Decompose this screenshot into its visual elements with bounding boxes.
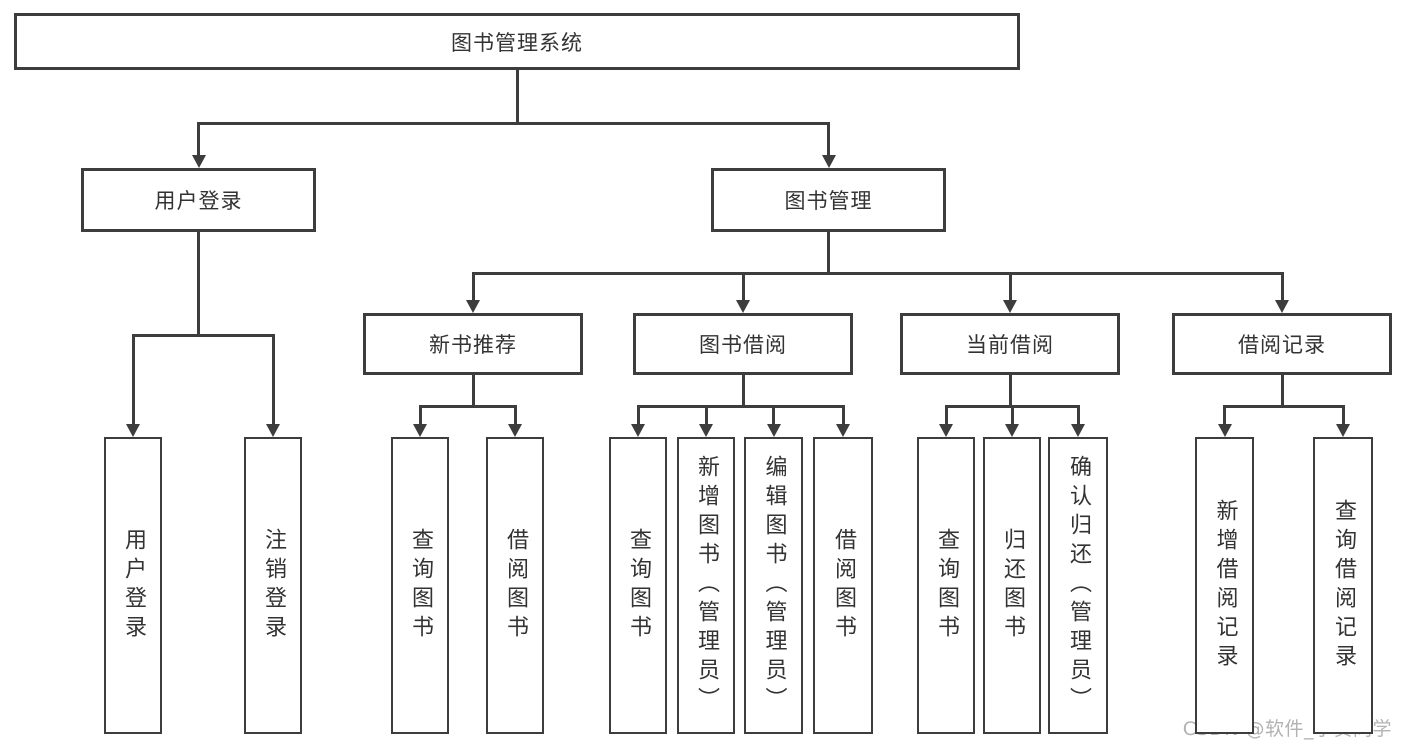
node-label: 新书推荐 (429, 333, 517, 357)
arrowhead-icon (1071, 424, 1085, 437)
arrowhead-icon (1336, 424, 1350, 437)
connector-drop (1008, 272, 1012, 302)
arrowhead-icon (413, 424, 427, 437)
node-label: 查询图书 (626, 527, 651, 644)
connector-drop (271, 334, 275, 426)
node-label: 查询图书 (408, 527, 433, 644)
connector-stem (827, 232, 830, 275)
node-bb-borrow: 借阅图书 (813, 437, 873, 734)
arrowhead-icon (821, 155, 836, 168)
connector-drop (1223, 405, 1226, 426)
node-label: 用户登录 (121, 527, 146, 644)
arrowhead-icon (736, 300, 750, 313)
connector-junction (1223, 405, 1345, 408)
connector-drop (1341, 405, 1345, 426)
node-label: 图书管理系统 (451, 30, 583, 55)
node-cb-confirm: 确认归还（管理员） (1048, 437, 1108, 734)
connector-stem (515, 70, 519, 125)
node-current-borrow: 当前借阅 (900, 313, 1120, 375)
node-logout: 注销登录 (244, 437, 302, 734)
connector-drop (1076, 405, 1080, 426)
arrowhead-icon (466, 300, 480, 313)
node-new-book-rec: 新书推荐 (363, 313, 583, 375)
node-label: 图书管理 (784, 189, 873, 213)
node-book-borrow: 图书借阅 (633, 313, 853, 375)
node-nbr-borrow: 借阅图书 (486, 437, 544, 734)
arrowhead-icon (1003, 300, 1017, 313)
node-login: 用户登录 (104, 437, 162, 734)
connector-drop (1010, 405, 1014, 426)
connector-drop (704, 405, 708, 426)
arrowhead-icon (1005, 424, 1019, 437)
connector-drop (418, 405, 422, 426)
node-br-query: 查询借阅记录 (1313, 437, 1373, 734)
node-label: 归还图书 (1000, 527, 1025, 644)
node-bb-add: 新增图书（管理员） (677, 437, 735, 734)
connector-drop (827, 122, 830, 157)
node-label: 借阅记录 (1238, 333, 1326, 357)
connector-junction (471, 272, 1284, 275)
connector-drop (944, 405, 948, 426)
arrowhead-icon (631, 424, 645, 437)
connector-junction (131, 334, 275, 337)
arrowhead-icon (766, 424, 781, 437)
node-label: 确认归还（管理员） (1066, 455, 1091, 716)
arrowhead-icon (939, 424, 953, 437)
node-label: 图书借阅 (699, 333, 787, 357)
connector-drop (131, 334, 135, 426)
connector-junction (636, 405, 845, 408)
connector-stem (741, 375, 745, 408)
arrowhead-icon (836, 424, 850, 437)
connector-junction (197, 122, 830, 125)
connector-junction (418, 405, 517, 408)
connector-drop (197, 122, 200, 157)
arrowhead-icon (699, 424, 713, 437)
connector-drop (513, 405, 517, 426)
node-book-mgmt: 图书管理 (711, 168, 946, 232)
node-label: 查询借阅记录 (1331, 498, 1356, 673)
connector-stem (197, 232, 200, 337)
node-label: 新增借阅记录 (1212, 498, 1238, 673)
node-cb-return: 归还图书 (983, 437, 1041, 734)
node-label: 用户登录 (154, 189, 243, 213)
node-root: 图书管理系统 (14, 13, 1020, 70)
node-cb-query: 查询图书 (917, 437, 975, 734)
connector-stem (471, 375, 475, 408)
arrowhead-icon (266, 424, 280, 437)
node-label: 当前借阅 (966, 333, 1054, 357)
connector-drop (1280, 272, 1284, 302)
node-bb-edit: 编辑图书（管理员） (744, 437, 803, 734)
connector-stem (1008, 375, 1012, 408)
node-user-login: 用户登录 (81, 168, 316, 232)
arrowhead-icon (191, 155, 206, 168)
connector-drop (772, 405, 775, 426)
arrowhead-icon (1217, 424, 1232, 437)
arrowhead-icon (126, 424, 140, 437)
node-label: 新增图书（管理员） (694, 455, 719, 716)
connector-stem (1280, 375, 1284, 408)
connector-drop (741, 272, 745, 302)
node-label: 注销登录 (261, 527, 286, 644)
connector-drop (636, 405, 640, 426)
connector-drop (841, 405, 845, 426)
arrowhead-icon (1275, 300, 1289, 313)
node-label: 借阅图书 (503, 527, 528, 644)
node-br-add: 新增借阅记录 (1195, 437, 1254, 734)
arrowhead-icon (508, 424, 522, 437)
node-bb-query: 查询图书 (609, 437, 667, 734)
node-nbr-query: 查询图书 (391, 437, 449, 734)
node-borrow-records: 借阅记录 (1172, 313, 1392, 375)
node-label: 查询图书 (934, 527, 959, 644)
node-label: 编辑图书（管理员） (761, 455, 787, 716)
node-label: 借阅图书 (831, 527, 856, 644)
connector-drop (471, 272, 475, 302)
